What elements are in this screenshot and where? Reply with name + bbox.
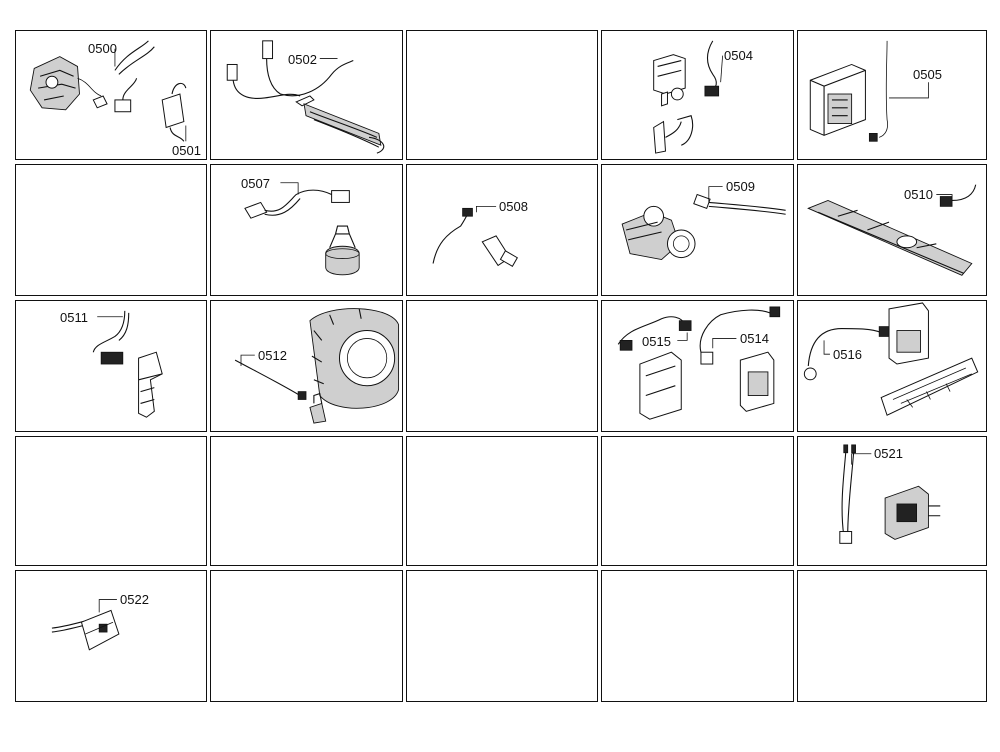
label-0512[interactable]: 0512 (258, 348, 287, 363)
cell-pressure-switch[interactable]: 0511 (15, 300, 207, 432)
leader-lines (720, 55, 724, 83)
label-0521[interactable]: 0521 (874, 446, 903, 461)
tub-drawing (234, 308, 400, 424)
cell-empty-r4c3[interactable] (406, 436, 598, 566)
label-0501[interactable]: 0501 (172, 143, 201, 158)
leader-lines (97, 316, 123, 318)
cell-door-lock[interactable]: 0510 (797, 164, 987, 296)
cell-empty-r4c4[interactable] (601, 436, 794, 566)
label-0515[interactable]: 0515 (642, 334, 671, 349)
label-0505[interactable]: 0505 (913, 67, 942, 82)
leader-lines (677, 332, 737, 349)
cell-empty-r2c1[interactable] (15, 164, 207, 296)
leader-lines (708, 186, 723, 203)
cell-level-sensor[interactable]: 0508 (406, 164, 598, 296)
motor-harness-drawing (29, 40, 187, 142)
cell-empty-r4c2[interactable] (210, 436, 403, 566)
leader-lines (936, 194, 953, 199)
drain-pump-drawing (621, 193, 786, 261)
label-0508[interactable]: 0508 (499, 199, 528, 214)
label-0514[interactable]: 0514 (740, 331, 769, 346)
harness-group-drawing (617, 306, 781, 420)
cell-empty-r5c4[interactable] (601, 570, 794, 702)
label-0509[interactable]: 0509 (726, 179, 755, 194)
level-sensor-drawing (432, 207, 518, 267)
leader-lines (114, 48, 187, 142)
leader-lines (98, 599, 117, 613)
cell-empty-r5c2[interactable] (210, 570, 403, 702)
cell-valve[interactable]: 0504 (601, 30, 794, 160)
label-0510[interactable]: 0510 (904, 187, 933, 202)
cell-empty-r5c3[interactable] (406, 570, 598, 702)
leader-lines (240, 354, 255, 366)
pressure-switch-drawing (92, 310, 163, 418)
cell-pump[interactable]: 0509 (601, 164, 794, 296)
leader-lines (823, 340, 830, 355)
door-lock-drawing (807, 184, 977, 276)
leader-lines (851, 453, 872, 465)
cell-ntc-sensor[interactable]: 0507 (210, 164, 403, 296)
valve-drawing (653, 40, 720, 154)
cell-empty-r3c3[interactable] (406, 300, 598, 432)
label-0502[interactable]: 0502 (288, 52, 317, 67)
label-0504[interactable]: 0504 (724, 48, 753, 63)
board-harness-drawing (51, 609, 120, 651)
leader-lines (280, 182, 299, 195)
mains-filter-drawing (839, 444, 941, 544)
cell-control-unit[interactable]: 0505 (797, 30, 987, 160)
leader-lines (889, 82, 929, 99)
label-0511[interactable]: 0511 (60, 310, 88, 325)
leader-lines (319, 58, 338, 59)
cell-board-harness[interactable]: 0522 (15, 570, 207, 702)
heater-element-drawing (226, 40, 385, 154)
cell-empty-r4c1[interactable] (15, 436, 207, 566)
label-0522[interactable]: 0522 (120, 592, 149, 607)
cell-motor[interactable]: 0500 0501 (15, 30, 207, 160)
cell-heater[interactable]: 0502 (210, 30, 403, 160)
label-0507[interactable]: 0507 (241, 176, 270, 191)
display-board-drawing (803, 302, 979, 416)
control-unit-drawing (809, 40, 888, 142)
cell-display-board[interactable]: 0516 (797, 300, 987, 432)
cell-empty-r5c5[interactable] (797, 570, 987, 702)
cell-harness-group[interactable]: 0515 0514 (601, 300, 794, 432)
label-0516[interactable]: 0516 (833, 347, 862, 362)
cell-mains-filter[interactable]: 0521 (797, 436, 987, 566)
cell-tub[interactable]: 0512 (210, 300, 403, 432)
cell-empty-r1c3[interactable] (406, 30, 598, 160)
leader-lines (476, 205, 497, 213)
label-0500[interactable]: 0500 (88, 41, 117, 56)
ntc-sensor-drawing (244, 189, 360, 276)
